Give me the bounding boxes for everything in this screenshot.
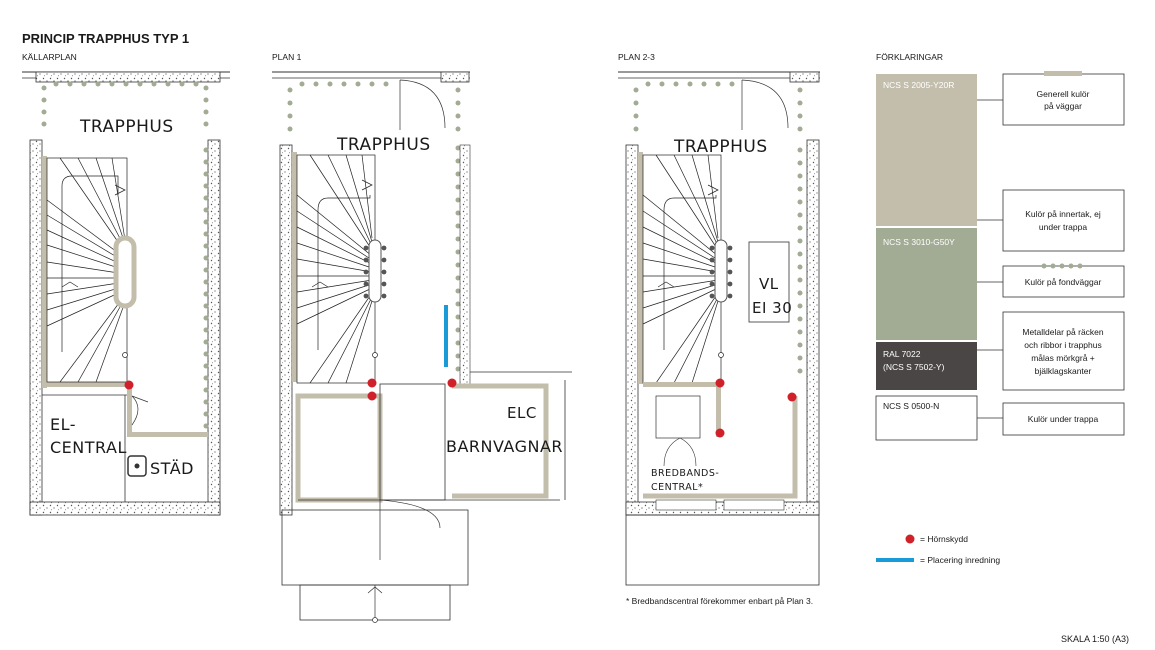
swatch-code: NCS S 3010-G50Y — [883, 237, 955, 247]
plan-2-3: PLAN 2-3 — [618, 52, 820, 606]
room-trapphus: TRAPPHUS — [673, 137, 768, 157]
room-trapphus: TRAPPHUS — [79, 117, 174, 137]
plan-label: PLAN 1 — [272, 52, 302, 62]
room-stad: STÄD — [150, 459, 194, 478]
swatch-ral-7022 — [876, 342, 977, 390]
legend-desc: Kulör på fondväggar — [1025, 277, 1102, 287]
vl-label: VL — [759, 275, 779, 293]
legend-desc: bjälklagskanter — [1035, 366, 1092, 376]
footnote: * Bredbandscentral förekommer enbart på … — [626, 596, 813, 606]
furnishing-placement-marker — [444, 305, 448, 367]
page-title: PRINCIP TRAPPHUS TYP 1 — [22, 31, 189, 46]
legend: FÖRKLARINGAR NCS S 2005-Y20R NCS S 3010-… — [875, 52, 1125, 565]
concrete-wall-bottom — [29, 501, 221, 516]
corner-protection-icon — [905, 534, 915, 544]
swatch-ncs-0500 — [875, 395, 978, 441]
legend-desc: Metalldelar på räcken — [1022, 327, 1104, 337]
room-el-central-2: CENTRAL — [50, 438, 127, 457]
legend-desc: under trappa — [1039, 222, 1087, 232]
door-symbol — [741, 79, 789, 130]
room-elc: ELC — [507, 404, 537, 422]
door-symbol — [131, 395, 149, 426]
entrance-door — [379, 499, 441, 560]
swatch-code: NCS S 2005-Y20R — [883, 80, 954, 90]
plan-label: KÄLLARPLAN — [22, 52, 77, 62]
corner-protection-marker — [124, 380, 134, 390]
swatch-ncs-3010 — [876, 228, 977, 340]
legend-desc: på väggar — [1044, 101, 1082, 111]
scale-label: SKALA 1:50 (A3) — [1061, 634, 1129, 644]
legend-title: FÖRKLARINGAR — [876, 52, 943, 62]
room-trapphus: TRAPPHUS — [336, 135, 431, 155]
door-symbol — [399, 79, 446, 130]
legend-desc: Generell kulör — [1037, 89, 1090, 99]
legend-desc: och ribbor i trapphus — [1024, 340, 1102, 350]
legend-desc: Kulör under trappa — [1028, 414, 1099, 424]
room-barnvagnar: BARNVAGNAR — [446, 437, 563, 456]
room-bredbandscentral-1: BREDBANDS- — [651, 468, 719, 479]
swatch-code-alt: (NCS S 7502-Y) — [883, 362, 945, 372]
plan-label: PLAN 2-3 — [618, 52, 655, 62]
legend-desc: Kulör på innertak, ej — [1025, 209, 1101, 219]
marker-label: = Placering inredning — [920, 555, 1000, 565]
vl-rating: EI 30 — [752, 299, 792, 317]
swatch-code: NCS S 0500-N — [883, 401, 939, 411]
swatch-code: RAL 7022 — [883, 349, 921, 359]
room-el-central-1: EL- — [50, 415, 76, 434]
concrete-wall-right — [207, 139, 221, 516]
concrete-wall-left — [29, 139, 43, 516]
sink-icon — [127, 455, 147, 477]
room-bredbandscentral-2: CENTRAL* — [651, 482, 703, 493]
stair-symbol — [46, 157, 128, 383]
stair-symbol — [642, 154, 724, 384]
plan-1: PLAN 1 — [272, 52, 572, 623]
furnishing-line-icon — [876, 558, 914, 562]
swatch-ncs-2005 — [876, 74, 977, 226]
vl-shaft — [748, 241, 790, 323]
marker-label: = Hörnskydd — [920, 534, 968, 544]
stair-symbol — [296, 154, 378, 384]
legend-desc: målas mörkgrå + — [1031, 353, 1095, 363]
plan-kallarplan: KÄLLARPLAN — [22, 52, 230, 516]
